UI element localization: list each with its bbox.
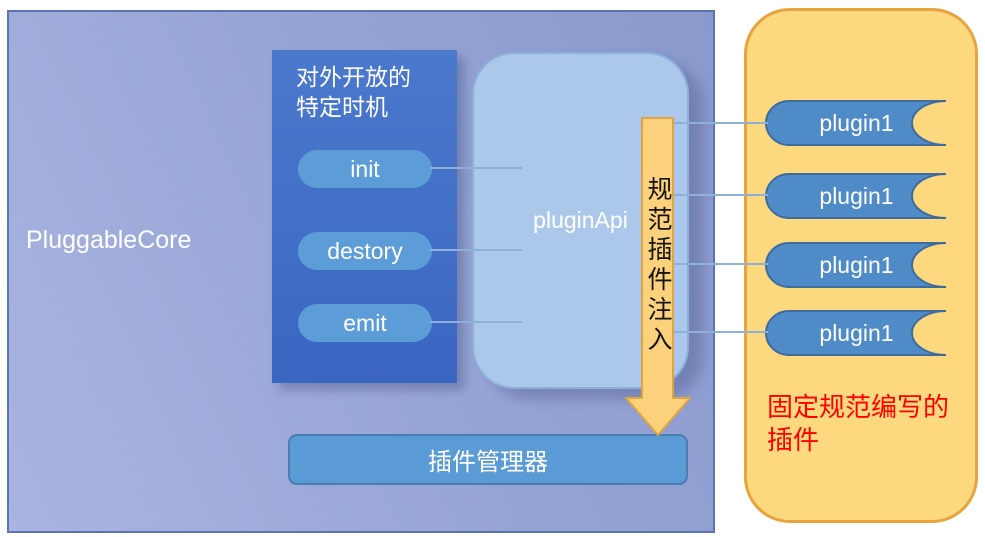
connector-init-to-api — [430, 167, 522, 169]
connector-arrow-to-plugin-4 — [672, 331, 768, 333]
hooks-title-line1: 对外开放的 — [296, 64, 411, 90]
plugin-label: plugin1 — [819, 182, 894, 209]
plugin-socket-shape — [765, 100, 947, 146]
connector-destory-to-api — [430, 249, 522, 251]
plugin-shape-1: plugin1 — [765, 100, 948, 146]
hooks-title-line2: 特定时机 — [296, 94, 388, 120]
connector-arrow-to-plugin-3 — [672, 263, 768, 265]
plugins-caption: 固定规范编写的 插件 — [767, 391, 949, 457]
injection-arrow-label: 规范插件注入 — [644, 176, 672, 356]
plugin-shape-4: plugin1 — [765, 310, 948, 356]
plugins-caption-line1: 固定规范编写的 — [767, 392, 950, 422]
plugin-manager-bar: 插件管理器 — [288, 434, 688, 485]
connector-emit-to-api — [430, 321, 522, 323]
connector-arrow-to-plugin-1 — [672, 122, 768, 124]
plugin-socket-shape — [765, 173, 947, 219]
plugin-label: plugin1 — [819, 109, 894, 136]
hook-pill-emit: emit — [298, 304, 432, 342]
plugin-shape-2: plugin1 — [765, 173, 948, 219]
hooks-panel-title: 对外开放的 特定时机 — [296, 62, 411, 122]
plugins-caption-line2: 插件 — [767, 425, 820, 455]
pluggable-core-label: PluggableCore — [26, 226, 192, 254]
plugin-shape-3: plugin1 — [765, 242, 948, 288]
hook-pill-destory: destory — [298, 232, 432, 270]
injection-arrow — [625, 117, 691, 436]
plugin-label: plugin1 — [819, 319, 894, 346]
hook-pill-init: init — [298, 150, 432, 188]
plugin-api-label: pluginApi — [533, 207, 628, 233]
plugin-label: plugin1 — [819, 251, 894, 278]
connector-arrow-to-plugin-2 — [672, 194, 768, 196]
plugin-socket-shape — [765, 242, 947, 288]
plugin-socket-shape — [765, 310, 947, 356]
